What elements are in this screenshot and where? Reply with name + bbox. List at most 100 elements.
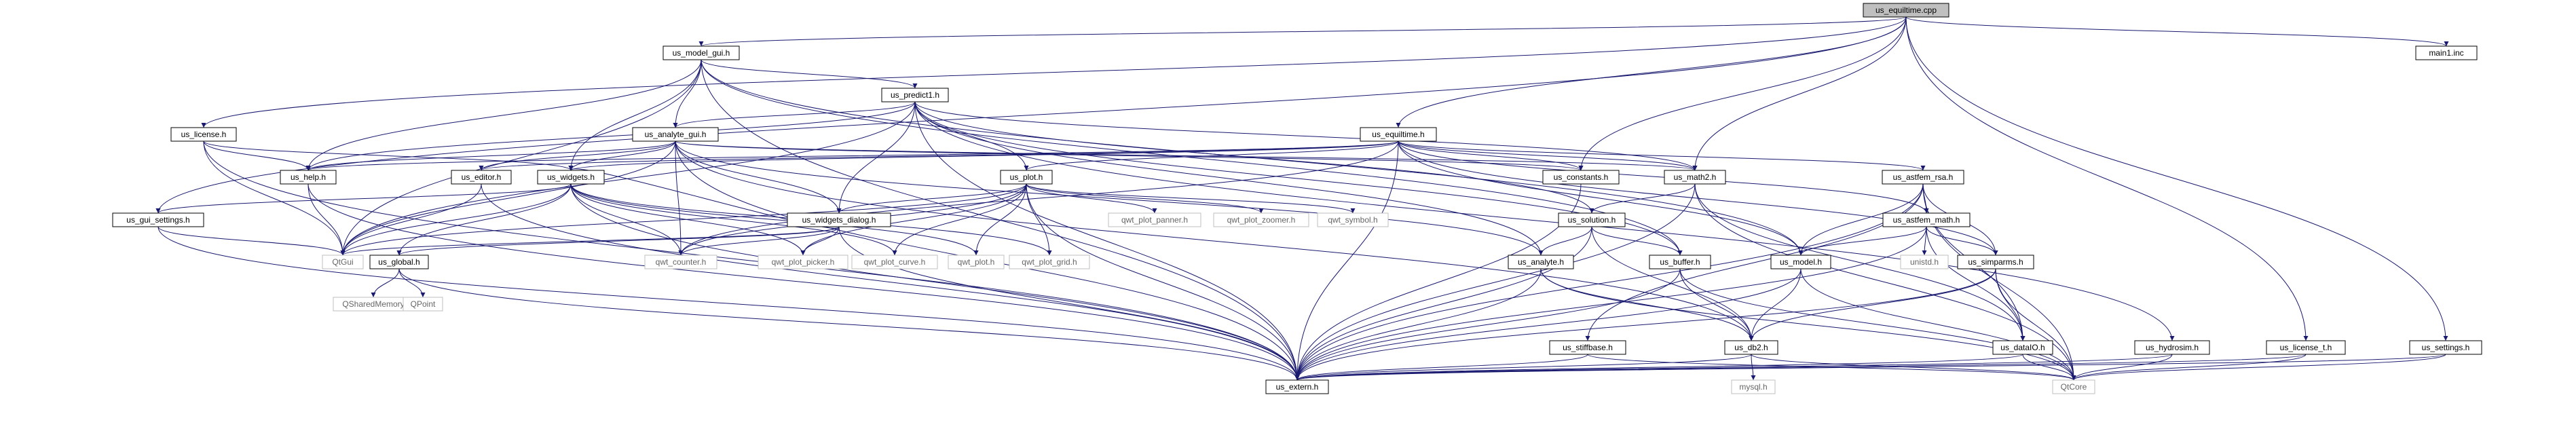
edge-us_equiltime_h-to-qwt_counter_h [678, 140, 1399, 256]
edge-us_widgets_dialog_h-to-us_widgets_h [568, 165, 840, 229]
node-box [1317, 212, 1389, 227]
node-us_gui_settings_h[interactable]: us_gui_settings.h [112, 212, 204, 227]
edge-us_model_h-to-QtCore [1800, 268, 2076, 381]
node-label: us_equiltime.h [1372, 130, 1424, 139]
edge-us_predict1_h-to-us_math2_h [914, 101, 1698, 171]
node-us_editor_h[interactable]: us_editor.h [451, 170, 512, 185]
node-us_db2_h[interactable]: us_db2.h [1724, 340, 1778, 355]
edge-us_analyte_gui_h-to-us_constants_h [675, 140, 1584, 171]
node-label: qwt_plot_panner.h [1121, 215, 1188, 225]
node-us_analyte_h[interactable]: us_analyte.h [1508, 255, 1574, 269]
edge-us_model_gui_h-to-us_widgets_h [568, 59, 702, 171]
nodes-layer: us_equiltime.cpp us_model_gui.h main1.inc u… [112, 3, 2482, 394]
edge-us_license_t_h-to-QtCore [2071, 354, 2307, 381]
node-box [1882, 212, 1971, 227]
node-us_predict1_h[interactable]: us_predict1.h [881, 88, 949, 102]
node-us_equiltime_h[interactable]: us_equiltime.h [1360, 127, 1437, 142]
edge-us_math2_h-to-us_extern_h [1294, 183, 1696, 381]
node-label: us_constants.h [1554, 172, 1609, 182]
node-label: qwt_counter.h [656, 257, 707, 267]
node-label: us_license_t.h [2280, 343, 2332, 352]
edge-us_settings_h-to-us_extern_h [1295, 354, 2446, 381]
node-label: us_gui_settings.h [126, 215, 189, 225]
node-box [2266, 340, 2346, 355]
node-us_widgets_h[interactable]: us_widgets.h [537, 170, 605, 185]
node-box [2052, 379, 2095, 394]
node-us_settings_h[interactable]: us_settings.h [2409, 340, 2482, 355]
node-box [280, 170, 337, 185]
node-qwt_plot_h: qwt_plot.h [948, 255, 1005, 269]
node-box [787, 212, 891, 227]
node-box [1664, 170, 1726, 185]
node-us_buffer_h[interactable]: us_buffer.h [1649, 255, 1711, 269]
edge-us_analyte_gui_h-to-us_help_h [305, 140, 676, 171]
edge-us_hydrosim_h-to-us_extern_h [1294, 354, 2173, 381]
node-label: QSharedMemory [342, 299, 404, 309]
node-us_math2_h[interactable]: us_math2.h [1664, 170, 1726, 185]
node-label: us_widgets_dialog.h [802, 215, 876, 225]
node-us_help_h[interactable]: us_help.h [280, 170, 337, 185]
edge-us_buffer_h-to-us_extern_h [1294, 268, 1681, 381]
edge-us_equiltime_cpp-to-us_math2_h [1692, 16, 1907, 171]
edge-us_widgets_h-to-qwt_counter_h [570, 183, 684, 256]
node-box [1558, 212, 1626, 227]
edge-us_predict1_h-to-us_buffer_h [914, 101, 1683, 256]
node-us_analyte_gui_h[interactable]: us_analyte_gui.h [632, 127, 719, 142]
node-us_astfem_rsa_h[interactable]: us_astfem_rsa.h [1882, 170, 1964, 185]
edge-us_predict1_h-to-us_help_h [305, 101, 916, 171]
edge-us_global_h-to-QPoint [398, 268, 426, 298]
edge-us_buffer_h-to-QtCore [1679, 268, 2076, 381]
edge-us_astfem_rsa_h-to-us_stiffbase_h [1585, 183, 1924, 341]
node-us_widgets_dialog_h[interactable]: us_widgets_dialog.h [787, 212, 891, 227]
edge-us_license_t_h-to-us_extern_h [1295, 354, 2307, 381]
node-main1_inc[interactable]: main1.inc [2415, 45, 2478, 60]
node-us_global_h[interactable]: us_global.h [369, 255, 429, 269]
node-us_license_h[interactable]: us_license.h [170, 127, 237, 142]
edge-us_equiltime_h-to-us_model_h [1398, 140, 1804, 256]
node-label: us_hydrosim.h [2146, 343, 2199, 352]
node-box [1360, 127, 1437, 142]
node-us_hydrosim_h[interactable]: us_hydrosim.h [2134, 340, 2210, 355]
edge-us_equiltime_cpp-to-us_settings_h [1905, 16, 2448, 341]
edge-us_equiltime_cpp-to-us_license_t_h [1905, 16, 2309, 341]
edge-us_astfem_math_h-to-us_dataIO_h [1926, 226, 2026, 341]
edge-us_analyte_gui_h-to-QtGui [340, 140, 676, 256]
node-box [851, 255, 938, 269]
node-label: us_global.h [378, 257, 419, 267]
node-us_constants_h[interactable]: us_constants.h [1542, 170, 1620, 185]
edge-us_predict1_h-to-us_solution_h [914, 101, 1594, 214]
node-box [1000, 170, 1053, 185]
edge-us_widgets_dialog_h-to-us_extern_h [838, 226, 1300, 381]
node-box [1265, 379, 1329, 394]
node-box [2409, 340, 2482, 355]
node-us_solution_h[interactable]: us_solution.h [1558, 212, 1626, 227]
edge-us_widgets_h-to-qwt_plot_curve_h [570, 183, 897, 256]
node-us_plot_h[interactable]: us_plot.h [1000, 170, 1053, 185]
node-box [451, 170, 512, 185]
node-us_equiltime_cpp[interactable]: us_equiltime.cpp [1863, 3, 1949, 18]
node-us_license_t_h[interactable]: us_license_t.h [2266, 340, 2346, 355]
node-box [881, 88, 949, 102]
edge-us_license_h-to-us_help_h [203, 140, 311, 171]
node-label: us_settings.h [2422, 343, 2470, 352]
node-us_astfem_math_h[interactable]: us_astfem_math.h [1882, 212, 1971, 227]
node-us_model_h[interactable]: us_model.h [1770, 255, 1831, 269]
edge-us_buffer_h-to-us_db2_h [1679, 268, 1754, 341]
node-box [758, 255, 848, 269]
edge-us_plot_h-to-us_widgets_dialog_h [836, 183, 1027, 214]
node-box [403, 297, 443, 312]
edge-us_simparms_h-to-us_db2_h [1749, 268, 1996, 341]
node-us_stiffbase_h[interactable]: us_stiffbase.h [1549, 340, 1626, 355]
node-label: us_model.h [1780, 257, 1822, 267]
node-us_extern_h[interactable]: us_extern.h [1265, 379, 1329, 394]
node-us_dataIO_h[interactable]: us_dataIO.h [1992, 340, 2053, 355]
node-box [537, 170, 605, 185]
node-label: us_stiffbase.h [1563, 343, 1613, 352]
edge-us_predict1_h-to-QtGui [340, 101, 916, 256]
node-box [662, 45, 740, 60]
edge-us_gui_settings_h-to-us_extern_h [157, 226, 1300, 381]
node-us_simparms_h[interactable]: us_simparms.h [1957, 255, 2034, 269]
node-us_model_gui_h[interactable]: us_model_gui.h [662, 45, 740, 60]
node-box [2415, 45, 2478, 60]
edge-us_db2_h-to-QtCore [1751, 354, 2076, 381]
